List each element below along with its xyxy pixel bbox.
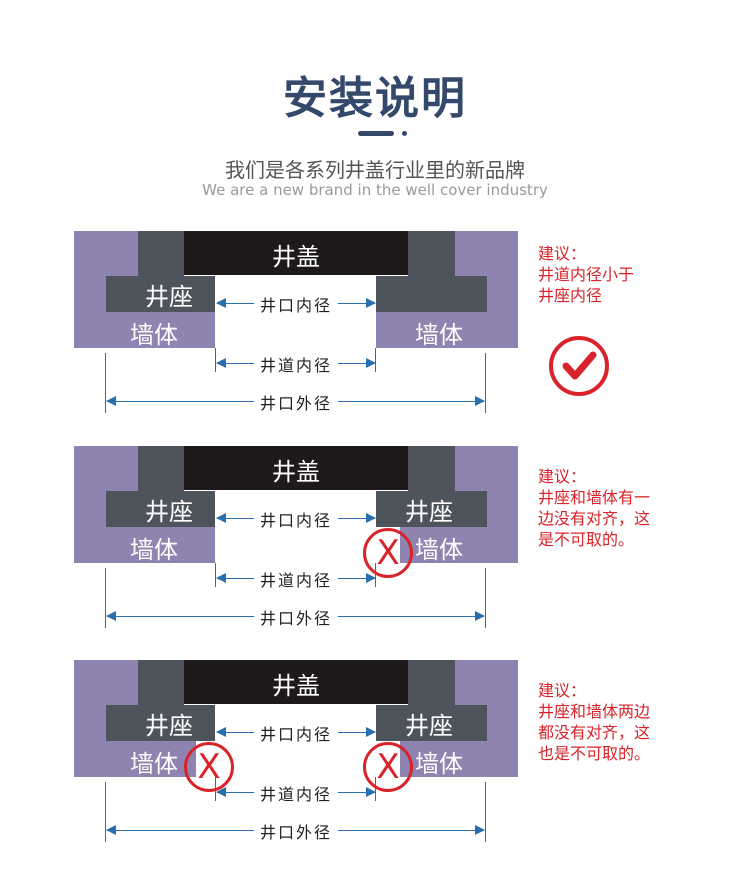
title-divider (358, 131, 394, 136)
page-title: 安装说明 (283, 73, 467, 124)
opening-outer-label: 井口外径 (253, 390, 339, 414)
note-line: 井座内径 (538, 286, 603, 305)
shaft-inner-label: 井道内径 (253, 781, 339, 805)
seat-left-label: 井座 (145, 498, 193, 526)
diagram-1: 井盖 井座 墙体 墙体 井口内径 井道内径 井口外径 (74, 231, 518, 421)
note-line: 井道内径小于 (538, 265, 635, 284)
note-line: 是不可取的。 (538, 530, 635, 549)
note-line: 井座和墙体有一 (538, 488, 651, 507)
recommendation-note-1: 建议： 井道内径小于井座内径 (538, 243, 634, 306)
seat-left-top (138, 231, 184, 276)
seat-left-top (138, 660, 184, 705)
cover-label: 井盖 (272, 458, 320, 486)
seat-right-top (408, 231, 455, 276)
wrong-mark-right: X (363, 742, 413, 792)
seat-left (106, 705, 215, 741)
opening-inner-label: 井口内径 (253, 721, 339, 745)
seat-right (376, 491, 487, 527)
outer-tick-right (485, 782, 486, 842)
wall-right (376, 312, 518, 348)
outer-tick-right (485, 568, 486, 628)
subtitle-en: We are a new brand in the well cover ind… (202, 181, 548, 199)
check-icon (549, 336, 609, 396)
opening-outer-label: 井口外径 (253, 819, 339, 843)
subtitle-cn: 我们是各系列井盖行业里的新品牌 (225, 158, 525, 182)
opening-inner-label: 井口内径 (253, 507, 339, 531)
shaft-tick-left (215, 563, 216, 587)
wall-left (74, 312, 215, 348)
seat-right-top (408, 446, 455, 491)
cover-label: 井盖 (272, 672, 320, 700)
opening-inner-label: 井口内径 (253, 292, 339, 316)
title-divider-dot (402, 131, 407, 136)
note-line: 建议： (538, 681, 587, 700)
wrong-mark-right: X (363, 528, 413, 578)
note-line: 也是不可取的。 (538, 744, 651, 763)
note-line: 都没有对齐，这 (538, 723, 651, 742)
seat-left (106, 276, 215, 312)
diagram-3: 井盖 井座 井座 墙体 墙体 井口内径 井道内径 井口外径 X X (74, 660, 518, 850)
seat-right-label: 井座 (405, 712, 453, 740)
outer-tick-left (105, 353, 106, 413)
wall-right (400, 527, 518, 563)
well-cover (184, 446, 408, 490)
outer-tick-left (105, 782, 106, 842)
wall-right-label: 墙体 (415, 536, 463, 564)
wall-left-label: 墙体 (130, 321, 178, 349)
cover-label: 井盖 (272, 243, 320, 271)
wall-left-label: 墙体 (130, 750, 178, 778)
wrong-mark-left: X (184, 742, 234, 792)
wall-right-label: 墙体 (415, 321, 463, 349)
shaft-inner-label: 井道内径 (253, 567, 339, 591)
diagram-2: 井盖 井座 井座 墙体 墙体 井口内径 井道内径 井口外径 X (74, 446, 518, 636)
recommendation-note-2: 建议： 井座和墙体有一边没有对齐，这是不可取的。 (538, 466, 650, 550)
seat-right (376, 705, 487, 741)
opening-outer-label: 井口外径 (253, 605, 339, 629)
seat-left-top (138, 446, 184, 491)
seat-right-top (408, 660, 455, 705)
seat-left (106, 491, 215, 527)
note-line: 井座和墙体两边 (538, 702, 651, 721)
recommendation-note-3: 建议： 井座和墙体两边都没有对齐，这也是不可取的。 (538, 680, 650, 764)
wall-right-label: 墙体 (415, 750, 463, 778)
well-cover (184, 660, 408, 704)
seat-right-label: 井座 (405, 498, 453, 526)
shaft-tick-left (215, 348, 216, 372)
shaft-inner-label: 井道内径 (253, 352, 339, 376)
seat-left-label: 井座 (145, 712, 193, 740)
seat-right (376, 276, 487, 312)
wall-left (74, 527, 215, 563)
note-line: 建议： (538, 244, 587, 263)
outer-tick-right (485, 353, 486, 413)
wall-right (400, 741, 518, 777)
seat-left-label: 井座 (145, 283, 193, 311)
well-cover (184, 231, 408, 275)
note-line: 边没有对齐，这 (538, 509, 651, 528)
note-line: 建议： (538, 467, 587, 486)
wall-left-label: 墙体 (130, 536, 178, 564)
wall-left (74, 741, 196, 777)
outer-tick-left (105, 568, 106, 628)
